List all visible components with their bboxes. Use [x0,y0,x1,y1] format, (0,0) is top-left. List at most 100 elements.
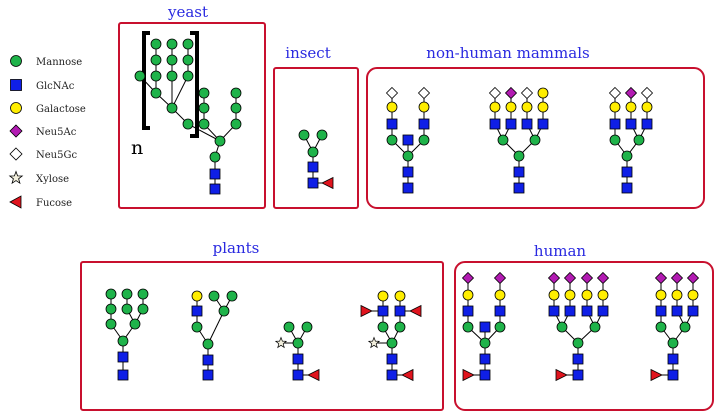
plants-title: plants [213,239,260,257]
mannose-icon [150,54,162,66]
mannose-icon [394,321,406,333]
glcnac-icon [597,305,609,317]
fucose-icon [9,195,22,209]
mannose-icon [214,135,226,147]
legend-item-neu5ac: Neu5Ac [9,124,77,138]
fucose-icon [409,304,422,318]
glcnac-icon [494,305,506,317]
legend-label: Neu5Gc [36,150,77,161]
insect-box [273,67,359,209]
mannose-icon [191,321,203,333]
glcnac-icon [537,118,549,130]
repeat-count-label: n [131,137,143,159]
mannose-icon [667,337,679,349]
legend-label: Xylose [36,174,69,185]
mannose-icon [198,87,210,99]
mannose-icon [198,102,210,114]
mannose-icon [679,321,691,333]
neu5gc-icon [417,86,431,100]
mannose-icon [208,290,220,302]
legend: Mannose GlcNAc Galactose Neu5Ac Neu5Gc X… [8,55,86,209]
glcnac-icon [307,177,319,189]
mannose-icon [230,102,242,114]
glcnac-icon [402,166,414,178]
mannose-icon [182,38,194,50]
fucose-icon [307,368,320,382]
mannose-icon [105,303,117,315]
mannose-icon [166,102,178,114]
mannose-icon [621,150,633,162]
galactose-icon [537,101,549,113]
glycosidic-bond [171,75,189,109]
glcnac-icon [386,353,398,365]
mannose-icon [633,134,645,146]
mannose-icon [283,321,295,333]
mannose-icon [150,70,162,82]
glcnac-icon [10,79,22,91]
fucose-icon [401,368,414,382]
glcnac-icon [209,183,221,195]
neu5gc-icon [9,147,23,161]
mannose-icon [10,55,22,67]
glcnac-icon [513,166,525,178]
neu5ac-icon [654,271,668,285]
glcnac-icon [687,305,699,317]
galactose-icon [377,290,389,302]
glcnac-icon [521,118,533,130]
mannose-icon [230,118,242,130]
mannose-icon [462,321,474,333]
neu5gc-icon [640,86,654,100]
mannose-icon [556,321,568,333]
glcnac-icon [489,118,501,130]
mannose-icon [117,335,129,347]
galactose-icon [386,101,398,113]
glcnac-icon [581,305,593,317]
mannose-icon [166,38,178,50]
glcnac-icon [191,305,203,317]
neu5gc-icon [608,86,622,100]
mannose-icon [386,337,398,349]
legend-label: GlcNAc [36,81,75,92]
galactose-icon [687,289,699,301]
legend-item-neu5gc: Neu5Gc [9,147,77,161]
galactose-icon [671,289,683,301]
glcnac-icon [667,369,679,381]
mannose-icon [202,338,214,350]
glcnac-icon [572,353,584,365]
mannose-icon [301,321,313,333]
glcnac-icon [386,369,398,381]
legend-item-glcnac: GlcNAc [10,79,75,92]
glcnac-icon [548,305,560,317]
mannose-icon [105,288,117,300]
mannose-icon [298,129,310,141]
glycan-plant-3 [274,321,320,382]
galactose-icon [641,101,653,113]
mannose-icon [182,118,194,130]
glcnac-icon [402,134,414,146]
galactose-icon [537,87,549,99]
mannose-icon [479,337,491,349]
neu5ac-icon [493,271,507,285]
fucose-icon [555,368,568,382]
mannose-icon [137,288,149,300]
glycan-structures [105,38,700,382]
glcnac-icon [479,353,491,365]
mannose-icon [307,146,319,158]
mannose-icon [655,321,667,333]
mannose-icon [182,70,194,82]
mannose-icon [230,87,242,99]
mannose-icon [218,305,230,317]
fucose-icon [462,368,475,382]
glycan-yeast [134,38,242,195]
legend-item-xylose: Xylose [8,170,69,185]
galactose-icon [609,101,621,113]
mannose-icon [386,134,398,146]
glcnac-icon [462,305,474,317]
glcnac-icon [572,369,584,381]
repeat-bracket-right [190,31,199,138]
glcnac-icon [377,305,389,317]
yeast-box [118,22,266,209]
human-box [454,261,714,411]
mannose-icon [494,321,506,333]
